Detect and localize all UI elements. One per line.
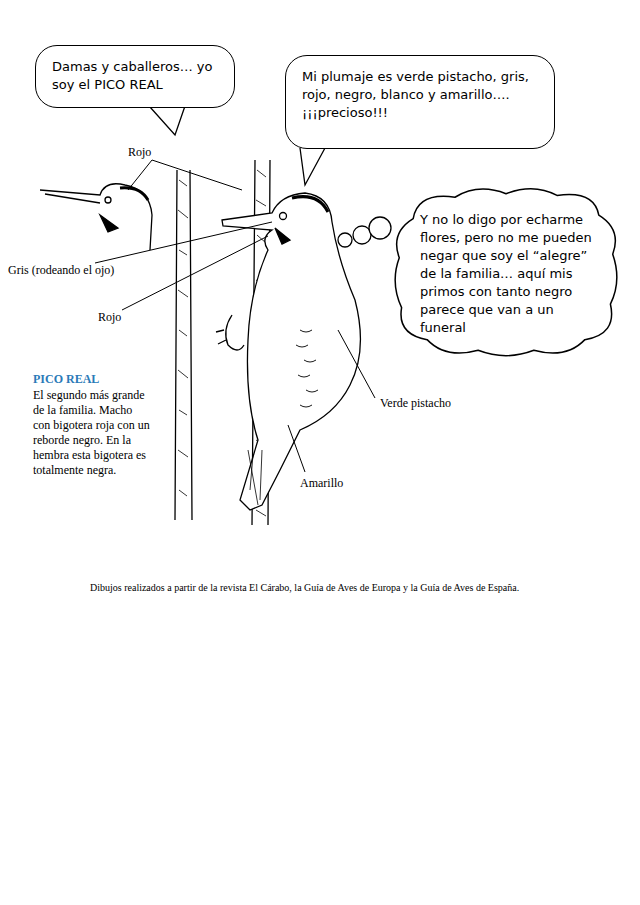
bubble-text: Mi plumaje es verde pistacho, gris, rojo… (302, 69, 529, 120)
speech-bubble: Damas y caballeros… yo soy el PICO REAL (35, 45, 235, 108)
color-label: Rojo (98, 310, 121, 325)
bubble-text: Damas y caballeros… yo soy el PICO REAL (52, 59, 212, 92)
color-label: Verde pistacho (380, 396, 451, 411)
color-label: Rojo (128, 145, 151, 160)
color-label: Gris (rodeando el ojo) (8, 263, 114, 278)
species-description: El segundo más grande de la familia. Mac… (33, 388, 151, 478)
speech-bubble: Mi plumaje es verde pistacho, gris, rojo… (285, 55, 555, 149)
color-label: Amarillo (300, 476, 343, 491)
caption: Dibujos realizados a partir de la revist… (90, 582, 519, 593)
species-heading: PICO REAL (33, 372, 99, 387)
thought-cloud: Y no lo digo por echarme flores, pero no… (390, 183, 622, 361)
